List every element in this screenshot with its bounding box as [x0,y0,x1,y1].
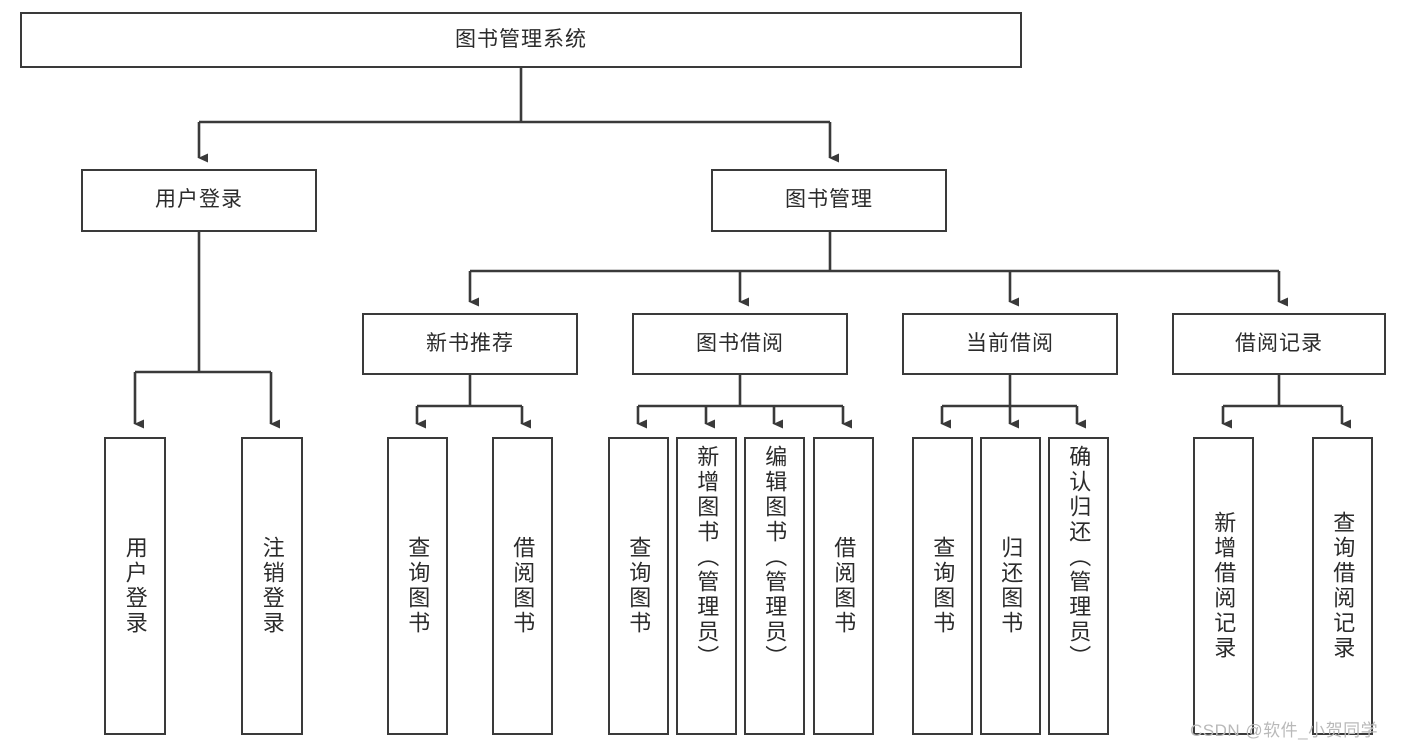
watermark-text: CSDN @软件_小贺同学 [1190,721,1379,740]
node-label: 图书管理 [785,188,873,212]
leaf-borrow-edit-book-admin[interactable]: 编辑图书（管理员） [744,437,805,735]
node-book-borrow[interactable]: 图书借阅 [632,313,848,375]
node-label: 用户登录 [155,188,243,212]
leaf-label: 查询图书 [405,536,431,636]
leaf-borrow-query-book[interactable]: 查询图书 [608,437,669,735]
leaf-user-login-logout[interactable]: 注销登录 [241,437,303,735]
node-new-book-recommend[interactable]: 新书推荐 [362,313,578,375]
leaf-current-query-book[interactable]: 查询图书 [912,437,973,735]
leaf-label: 新增借阅记录 [1211,511,1237,661]
leaf-recommend-borrow-book[interactable]: 借阅图书 [492,437,553,735]
node-label: 图书借阅 [696,331,784,355]
leaf-label: 借阅图书 [510,536,536,636]
leaf-current-confirm-return-admin[interactable]: 确认归还（管理员） [1048,437,1109,735]
leaf-label: 新增图书（管理员） [694,445,720,670]
leaf-label: 确认归还（管理员） [1066,445,1092,670]
node-label: 借阅记录 [1235,331,1323,355]
leaf-label: 借阅图书 [831,536,857,636]
node-label: 图书管理系统 [455,27,587,51]
leaf-records-query-record[interactable]: 查询借阅记录 [1312,437,1373,735]
leaf-label: 归还图书 [998,536,1024,636]
leaf-label: 用户登录 [122,536,148,636]
leaf-label: 查询图书 [626,536,652,636]
node-borrow-records[interactable]: 借阅记录 [1172,313,1386,375]
leaf-current-return-book[interactable]: 归还图书 [980,437,1041,735]
leaf-user-login-login[interactable]: 用户登录 [104,437,166,735]
node-user-login[interactable]: 用户登录 [81,169,317,232]
leaf-label: 注销登录 [259,536,285,636]
leaf-label: 编辑图书（管理员） [762,445,788,670]
node-root-system[interactable]: 图书管理系统 [20,12,1022,68]
leaf-borrow-borrow-book[interactable]: 借阅图书 [813,437,874,735]
leaf-records-add-record[interactable]: 新增借阅记录 [1193,437,1254,735]
leaf-label: 查询借阅记录 [1330,511,1356,661]
node-label: 当前借阅 [966,331,1054,355]
leaf-label: 查询图书 [930,536,956,636]
node-book-management[interactable]: 图书管理 [711,169,947,232]
node-current-borrow[interactable]: 当前借阅 [902,313,1118,375]
leaf-recommend-query-book[interactable]: 查询图书 [387,437,448,735]
node-label: 新书推荐 [426,331,514,355]
leaf-borrow-add-book-admin[interactable]: 新增图书（管理员） [676,437,737,735]
